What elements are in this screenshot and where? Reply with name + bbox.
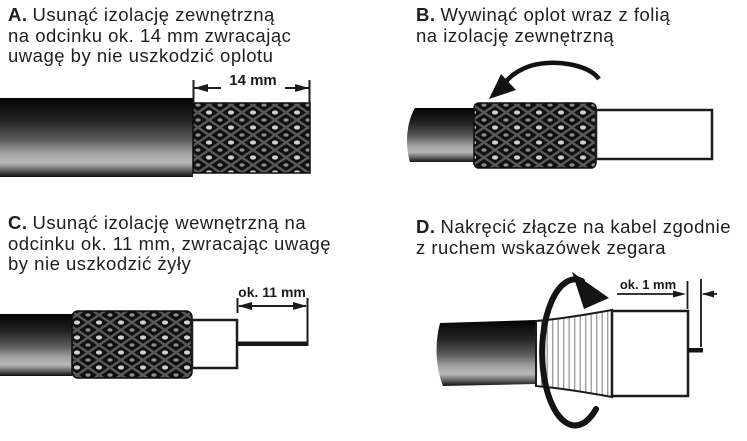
fold-back-arrow-icon	[489, 60, 601, 99]
instruction-text: Wywinąć oplot wraz z folią	[440, 4, 671, 25]
dimension-label-14mm: 14 mm	[221, 73, 285, 89]
instruction-text: Usunąć izolację zewnętrzną	[32, 4, 275, 25]
center-conductor	[237, 341, 308, 346]
instruction-line: C.Usunąć izolację wewnętrzną na	[8, 212, 331, 234]
instruction-text: Usunąć izolację wewnętrzną na	[32, 212, 307, 233]
dim-arrow-left-icon	[238, 302, 252, 310]
instruction-line: na izolację zewnętrzną	[416, 24, 615, 46]
panel-d-instruction: D.Nakręcić złącze na kabel zgodnie z ruc…	[416, 216, 732, 258]
step-letter-d: D.	[416, 216, 436, 237]
instruction-line: B.Wywinąć oplot wraz z folią	[416, 4, 671, 26]
illustration-step-c	[0, 298, 309, 379]
braid-shield	[192, 102, 311, 174]
instruction-line: na odcinku ok. 14 mm zwracając	[8, 24, 292, 46]
illustration-step-d	[436, 272, 717, 429]
dimension-label-1mm: ok. 1 mm	[619, 277, 677, 292]
dim-arrow-right-icon	[295, 84, 309, 92]
dim-arrow-left-icon	[194, 84, 208, 92]
step-letter-b: B.	[416, 4, 436, 25]
folded-braid-shield	[473, 102, 597, 169]
panel-b-instruction: B.Wywinąć oplot wraz z folią na izolację…	[416, 4, 671, 46]
dimension-label-11mm: ok. 11 mm	[238, 284, 306, 300]
instruction-text: Nakręcić złącze na kabel zgodnie	[440, 216, 732, 237]
instruction-line: uwagę by nie uszkodzić oplotu	[8, 45, 274, 66]
instruction-line: by nie uszkodzić żyły	[8, 253, 192, 274]
outer-insulation	[0, 98, 193, 177]
panel-c-instruction: C.Usunąć izolację wewnętrzną na odcinku …	[8, 212, 332, 275]
dim-arrow-left-icon	[702, 290, 714, 298]
dim-arrow-right-icon	[293, 302, 307, 310]
illustration-step-b	[407, 60, 714, 169]
cable-body	[436, 320, 536, 386]
inner-dielectric	[594, 108, 714, 161]
center-conductor-stub	[688, 348, 703, 353]
outer-insulation	[407, 108, 478, 162]
step-letter-c: C.	[8, 212, 28, 233]
instruction-line: D.Nakręcić złącze na kabel zgodnie	[416, 216, 732, 238]
inner-dielectric	[190, 318, 239, 370]
folded-braid-shield	[71, 310, 193, 379]
illustration-step-a	[0, 80, 311, 177]
instruction-line: odcinku ok. 11 mm, zwracając uwagę	[8, 232, 332, 254]
instruction-line: A.Usunąć izolację zewnętrzną	[8, 4, 291, 26]
dim-arrow-right-icon	[673, 290, 686, 298]
panel-a-instruction: A.Usunąć izolację zewnętrzną na odcinku …	[8, 4, 292, 67]
connector-body	[610, 309, 690, 398]
instruction-line: z ruchem wskazówek zegara	[416, 236, 667, 258]
rotate-clockwise-arrow-icon	[539, 272, 609, 429]
step-letter-a: A.	[8, 4, 28, 25]
outer-insulation	[0, 314, 72, 376]
